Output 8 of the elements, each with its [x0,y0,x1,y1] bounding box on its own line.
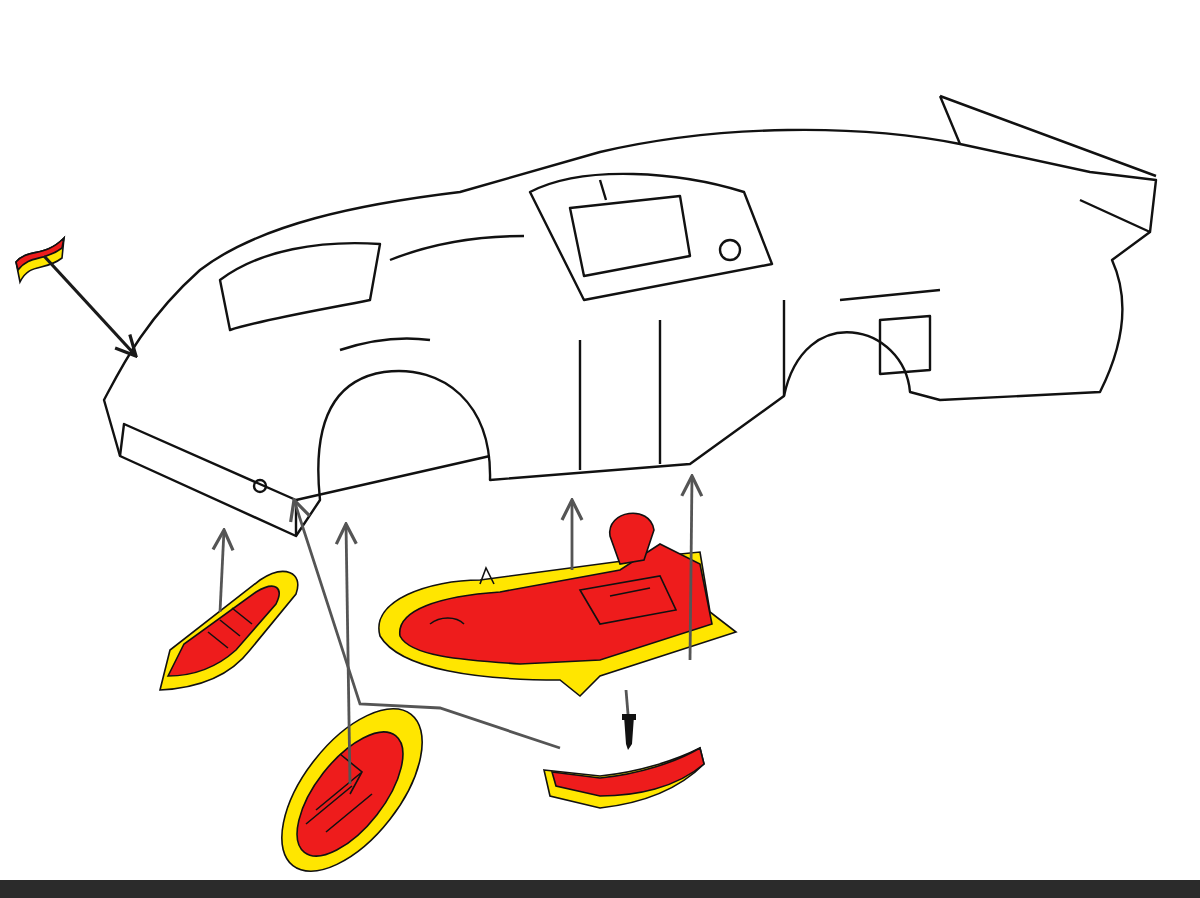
mirror-part-drawing [12,230,68,286]
arrow [334,522,358,785]
arrow [42,254,138,358]
arrow [211,528,235,613]
arrow [680,474,704,660]
connector-line [624,689,630,715]
arrow [289,498,561,750]
arrow [560,498,584,570]
